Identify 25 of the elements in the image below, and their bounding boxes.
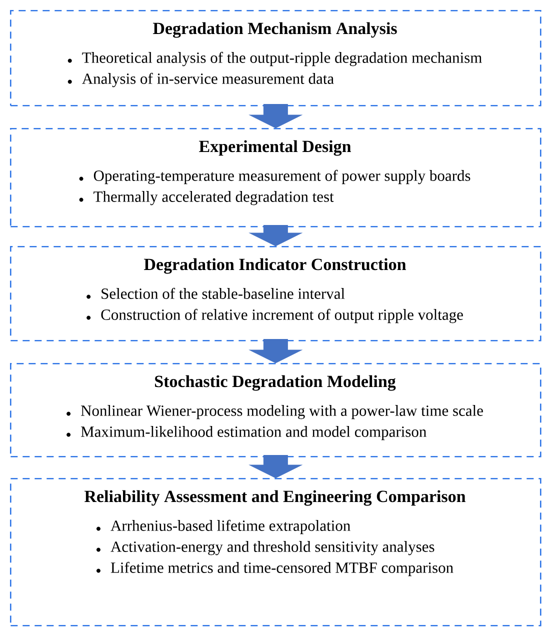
heading: Experimental Design xyxy=(199,140,351,156)
dashed-box xyxy=(10,128,542,228)
bullet-text: Theoretical analysis of the output-ripple degradation mechanism xyxy=(82,52,482,66)
bullet-text: Nonlinear Wiener-process modeling with a power-law time scale xyxy=(81,405,483,420)
block-arrow xyxy=(249,455,302,478)
dashed-box xyxy=(10,478,542,626)
dashed-box xyxy=(10,246,542,342)
heading: Degradation Mechanism Analysis xyxy=(153,22,397,38)
bullet-text: Operating-temperature measurement of power supply boards xyxy=(94,170,470,184)
bullet-text: Activation-energy and threshold sensitivity analyses xyxy=(110,541,434,556)
heading: Reliability Assessment and Engineering Comparison xyxy=(84,490,466,506)
heading: Degradation Indicator Construction xyxy=(144,258,406,274)
dashed-box xyxy=(10,363,542,458)
block-arrow xyxy=(249,339,302,364)
bullet-text: Selection of the stable-baseline interval xyxy=(102,288,345,299)
bullet-text: Arrhenius-based lifetime extrapolation xyxy=(110,520,350,534)
bullet-text: Analysis of in-service measurement data xyxy=(82,72,334,88)
bullet-text: Thermally accelerated degradation test xyxy=(94,191,334,206)
block-arrow xyxy=(249,225,302,246)
block-arrow xyxy=(249,104,302,128)
bullet-text: Construction of relative increment of output ripple voltage xyxy=(101,308,463,324)
bullet-text: Lifetime metrics and time-censored MTBF comparison xyxy=(110,562,454,576)
heading: Stochastic Degradation Modeling xyxy=(155,375,396,391)
bullet-text: Maximum-likelihood estimation and model comparison xyxy=(81,426,426,440)
dashed-box xyxy=(10,10,542,106)
